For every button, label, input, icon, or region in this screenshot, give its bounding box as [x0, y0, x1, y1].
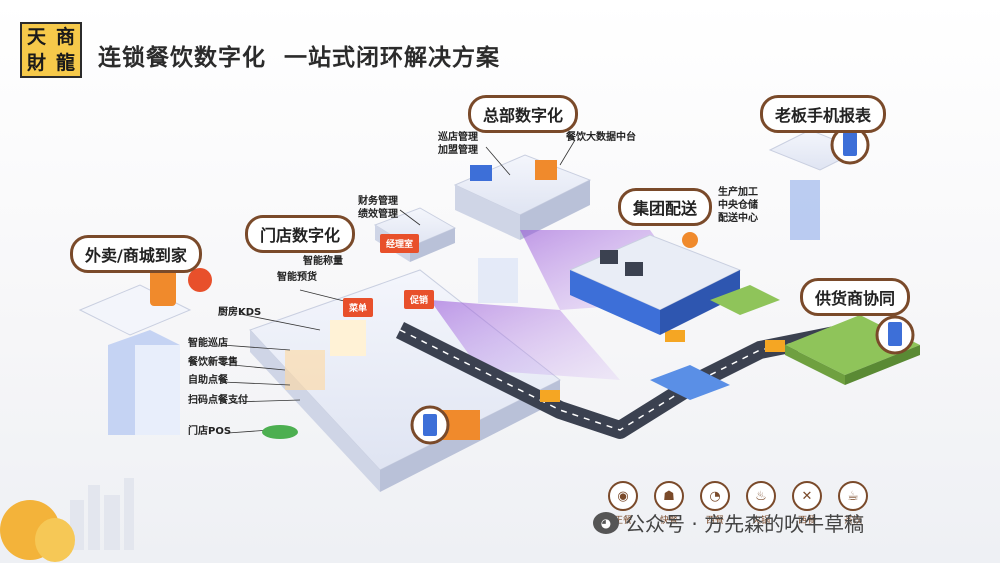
hq-digital-pill: 总部数字化 [468, 95, 579, 133]
label-self-order: 自助点餐 [188, 375, 228, 386]
group-delivery-pill: 集团配送 [618, 188, 713, 226]
category-chayin: ☕ 茶饮 [836, 481, 870, 526]
category-xican: ◔ 西餐 [698, 481, 732, 526]
supplier-pill: 供货商协同 [800, 278, 911, 316]
supplier-farm [785, 315, 920, 385]
tea-icon: ☕ [838, 481, 868, 511]
wechat-icon: ◕ [593, 511, 619, 534]
delivery-truck [665, 330, 685, 342]
hotpot-icon: ♨ [746, 481, 776, 511]
page-title: 连锁餐饮数字化 一站式闭环解决方案 [98, 45, 501, 71]
category-huoguo: ♨ 火锅 [744, 481, 778, 526]
category-label: 快餐 [659, 516, 678, 526]
label-big-data: 餐饮大数据中台 [566, 132, 636, 143]
logo-char: 天 [26, 25, 46, 48]
label-performance: 绩效管理 [358, 209, 398, 220]
distribution-center [568, 232, 742, 335]
label-smart-patrol: 智能巡店 [188, 338, 228, 349]
category-kuaican: ☗ 快餐 [652, 481, 686, 526]
category-label: 西餐 [705, 516, 724, 526]
label-new-retail: 餐饮新零售 [188, 357, 238, 368]
fork-knife-icon: ✕ [792, 481, 822, 511]
logo-char: 財 [26, 51, 46, 74]
delivery-truck [765, 340, 785, 352]
plate-icon: ◉ [608, 481, 638, 511]
label-finance: 财务管理 [358, 196, 398, 207]
label-kitchen-kds: 厨房KDS [218, 307, 262, 318]
label-production: 生产加工 [718, 187, 758, 198]
burger-icon: ☗ [654, 481, 684, 511]
watermark: ◕ 公众号 · 方先森的吹牛草稿 [593, 508, 864, 537]
manager-room-tag: 经理室 [380, 234, 420, 253]
sign-tag: 促销 [404, 290, 435, 309]
logo-char: 龍 [55, 51, 75, 74]
logo-char: 商 [55, 25, 75, 48]
brand-logo: 天 商 財 龍 [20, 22, 82, 78]
category-label: 西餐 [797, 516, 816, 526]
category-zhengcan: ◉ 正餐 [606, 481, 640, 526]
category-xican-2: ✕ 西餐 [790, 481, 824, 526]
city-skyline [70, 478, 134, 550]
takeaway-pill: 外卖/商城到家 [70, 235, 202, 273]
category-label: 茶饮 [843, 516, 862, 526]
label-franchise-mgmt: 加盟管理 [438, 145, 478, 156]
hq-platform [453, 154, 592, 303]
tree-cluster [0, 500, 75, 562]
label-smart-weigh: 智能称量 [303, 256, 343, 267]
store-digital-pill: 门店数字化 [245, 215, 356, 253]
leader-lines [221, 139, 711, 434]
boss-report-pill: 老板手机报表 [760, 95, 887, 133]
label-distribution-center: 配送中心 [718, 213, 758, 224]
category-label: 火锅 [751, 516, 770, 526]
takeaway-building [78, 268, 212, 435]
label-store-pos: 门店POS [188, 426, 232, 437]
label-smart-booking: 智能预货 [277, 272, 317, 283]
delivery-truck [540, 390, 560, 402]
boss-phone-pedestal [768, 125, 870, 240]
label-patrol-mgmt: 巡店管理 [438, 132, 478, 143]
sign-tag: 菜单 [343, 298, 374, 317]
watermark-text: 公众号 · 方先森的吹牛草稿 [625, 512, 865, 536]
pizza-icon: ◔ [700, 481, 730, 511]
label-scan-pay: 扫码点餐支付 [188, 395, 248, 406]
label-central-warehouse: 中央仓储 [718, 200, 758, 211]
category-label: 正餐 [613, 516, 632, 526]
green-cone [262, 425, 298, 439]
